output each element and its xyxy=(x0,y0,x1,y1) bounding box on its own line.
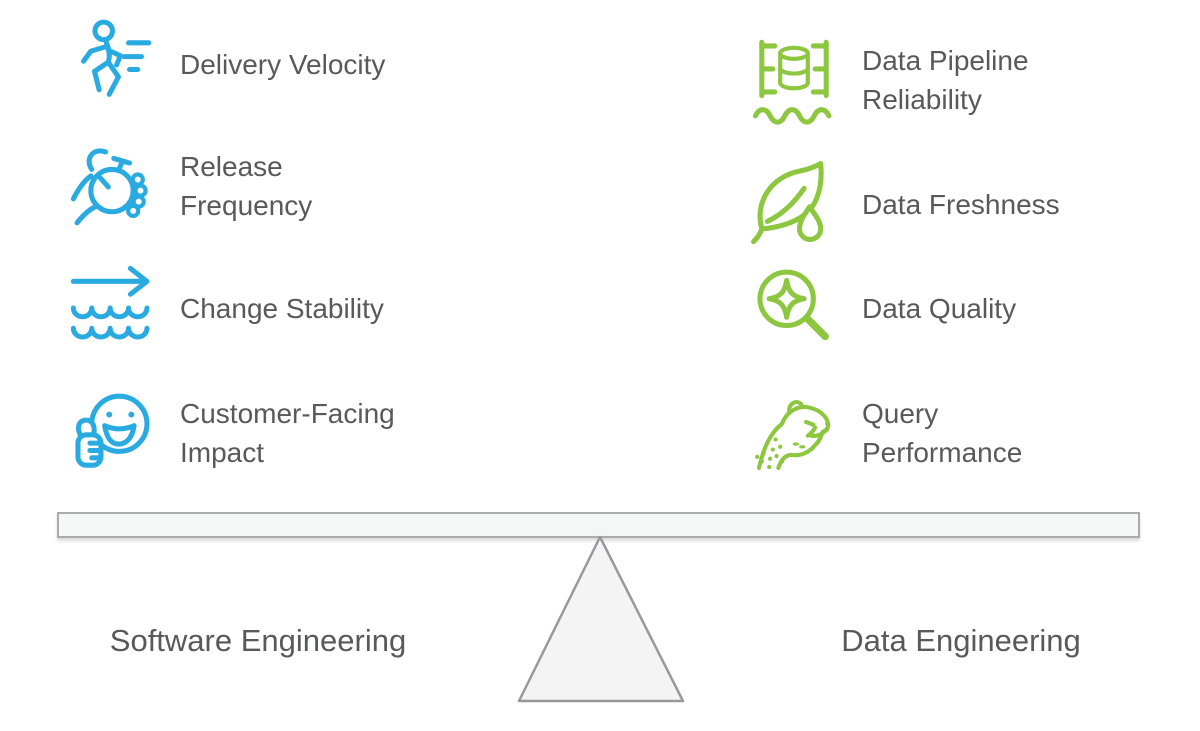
metric-label: Change Stability xyxy=(180,292,384,324)
database-pipeline-icon xyxy=(748,34,840,126)
stopwatch-hand-icon xyxy=(66,140,158,232)
metric-data-freshness: Data Freshness xyxy=(748,158,1060,250)
metric-release-frequency: Release Frequency xyxy=(66,140,312,232)
metric-customer-facing-impact: Customer-Facing Impact xyxy=(66,387,395,479)
metric-label: Query Performance xyxy=(862,398,1023,468)
metric-label: Delivery Velocity xyxy=(180,48,386,80)
metric-label: Data Quality xyxy=(862,292,1017,324)
metric-label: Data Freshness xyxy=(862,188,1060,220)
smiley-thumbs-up-icon xyxy=(66,387,158,479)
metric-label: Data Pipeline Reliability xyxy=(862,45,1029,115)
metric-data-quality: Data Quality xyxy=(748,262,1016,354)
metric-data-pipeline-reliability: Data Pipeline Reliability xyxy=(748,34,1029,126)
balance-fulcrum xyxy=(517,535,685,703)
data-engineering-label: Data Engineering xyxy=(841,623,1081,658)
software-engineering-label: Software Engineering xyxy=(109,623,407,658)
metric-query-performance: Query Performance xyxy=(748,387,1022,479)
metric-change-stability: Change Stability xyxy=(66,262,384,354)
metric-label: Release Frequency xyxy=(180,151,313,221)
cheetah-icon xyxy=(748,387,840,479)
arrow-over-waves-icon xyxy=(66,262,158,354)
balance-beam xyxy=(57,512,1140,538)
runner-icon xyxy=(66,18,158,110)
metric-label: Customer-Facing Impact xyxy=(180,398,395,468)
metric-delivery-velocity: Delivery Velocity xyxy=(66,18,385,110)
leaf-droplet-icon xyxy=(748,158,840,250)
magnifier-sparkle-icon xyxy=(748,262,840,354)
